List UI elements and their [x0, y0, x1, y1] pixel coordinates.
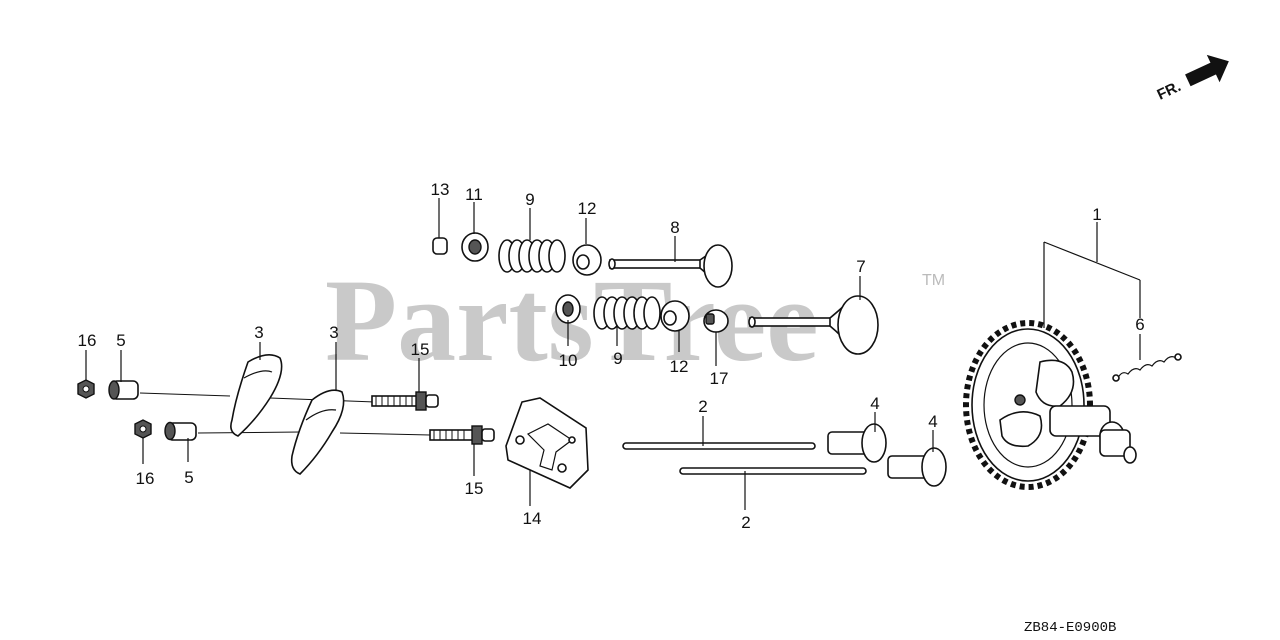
- callout-leader-lines: [85, 198, 1141, 510]
- stud-bolt-part-15-lower: [429, 425, 495, 445]
- stud-bolt-part-15-upper: [371, 391, 439, 411]
- rocker-arm-part-3-right: [290, 389, 345, 475]
- callout-5-upper: 5: [116, 331, 125, 350]
- callout-9-upper: 9: [525, 190, 534, 209]
- callout-10: 10: [559, 351, 578, 370]
- diagram-code: ZB84-E0900B: [1024, 620, 1116, 636]
- callout-1: 1: [1092, 205, 1101, 224]
- callout-17: 17: [710, 369, 729, 388]
- valve-spring-part-9-upper: [498, 239, 566, 273]
- rocker-arm-part-3-left: [230, 354, 283, 437]
- callout-2-upper: 2: [698, 397, 707, 416]
- tappet-part-4-lower: [887, 447, 947, 487]
- callout-11: 11: [465, 185, 483, 204]
- callout-4-upper: 4: [870, 394, 879, 413]
- guide-plate-part-14: [505, 397, 589, 489]
- callout-14: 14: [523, 509, 542, 528]
- arrow-icon: [1185, 54, 1229, 87]
- callout-12-lower: 12: [670, 357, 689, 376]
- callout-13: 13: [431, 180, 450, 199]
- valve-cap-part-13: [432, 237, 448, 255]
- tappet-part-4-upper: [827, 423, 887, 463]
- callout-8: 8: [670, 218, 679, 237]
- spring-retainer-part-12-lower: [660, 300, 690, 332]
- spring-retainer-part-11: [461, 232, 489, 262]
- callout-15-upper: 15: [411, 340, 430, 359]
- callout-2-lower: 2: [741, 513, 750, 532]
- exhaust-valve-part-8: [608, 244, 733, 288]
- callout-16-lower: 16: [136, 469, 155, 488]
- front-direction-label: FR.: [1155, 78, 1184, 104]
- nut-part-16-lower: [134, 419, 152, 439]
- callout-numbers: 1 2 2 3 3 4 4 5 5 6 7 8 9 9 10 11 12 12 …: [78, 180, 1145, 532]
- valve-spring-part-9-lower: [593, 296, 661, 330]
- spring-retainer-part-12-upper: [572, 244, 602, 276]
- callout-5-lower: 5: [184, 468, 193, 487]
- push-rod-part-2-lower: [679, 467, 867, 475]
- pivot-part-5-upper: [108, 380, 139, 400]
- valve-seal-part-17: [703, 309, 729, 333]
- callout-3-left: 3: [254, 323, 263, 342]
- camshaft-gear-part-1: [963, 320, 1137, 490]
- callout-6: 6: [1135, 315, 1144, 334]
- pivot-part-5-lower: [164, 421, 197, 441]
- callout-4-lower: 4: [928, 412, 937, 431]
- nut-part-16-upper: [77, 379, 95, 399]
- callout-7: 7: [856, 257, 865, 276]
- watermark-trademark: TM: [922, 272, 945, 289]
- push-rod-part-2-upper: [622, 442, 816, 450]
- callout-12-upper: 12: [578, 199, 597, 218]
- intake-valve-part-7: [748, 295, 879, 355]
- callout-15-lower: 15: [465, 479, 484, 498]
- spring-retainer-part-10: [555, 294, 581, 324]
- callout-9-lower: 9: [613, 349, 622, 368]
- callout-16-upper: 16: [78, 331, 97, 350]
- callout-3-right: 3: [329, 323, 338, 342]
- front-direction-arrow: FR.: [1155, 54, 1229, 104]
- spring-part-6: [1112, 353, 1182, 382]
